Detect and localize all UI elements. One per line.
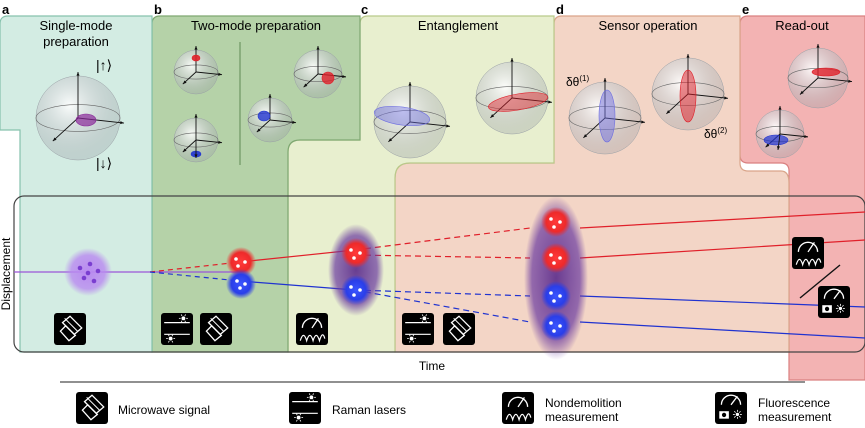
legend-label-microwave: Microwave signal: [118, 403, 210, 417]
legend-label-fluorescence-line1: Fluorescence: [758, 396, 830, 410]
bloch-sphere-d-red: [651, 54, 729, 131]
bloch-sphere-initial: [35, 72, 125, 161]
blue-trajectory-dashed-2: [354, 289, 531, 297]
ket-up: |↑⟩: [96, 57, 112, 73]
panel-e-title: Read-out: [775, 18, 829, 33]
displacement-time-frame: [13, 195, 865, 353]
bloch-sphere-d-blue: [568, 78, 646, 155]
panel-a-background: [0, 15, 153, 353]
legend-label-fluorescence-line2: measurement: [758, 410, 832, 424]
nondemolition-icon: [296, 313, 328, 345]
delta-theta-1: δθ(1): [566, 74, 589, 89]
panel-b-title: Two-mode preparation: [191, 18, 321, 33]
bloch-sphere-c-blue: [373, 82, 451, 159]
x-axis-label: Time: [419, 359, 446, 373]
raman-lasers-icon: [402, 313, 434, 345]
panel-c-letter: c: [361, 2, 368, 17]
readout-divider-slash: [799, 264, 841, 299]
y-axis-label: Displacement: [0, 237, 13, 310]
legend-label-raman: Raman lasers: [332, 403, 406, 417]
bloch-spheres: [35, 44, 853, 163]
delta-theta-2: δθ(2): [704, 126, 727, 141]
panel-b-background: [151, 15, 361, 353]
diagram-icons: [54, 237, 850, 345]
panel-a-letter: a: [2, 2, 10, 17]
bloch-sphere-e-blue: [755, 106, 809, 159]
fluorescence-icon: [818, 286, 850, 318]
legend: Microwave signal Raman lasers Nondemolit…: [76, 392, 832, 424]
entangled-ion-pair: [328, 224, 384, 316]
bloch-sphere-e-red: [787, 44, 853, 109]
bloch-sphere-b4: [247, 94, 297, 143]
split-ion-pair: [226, 247, 256, 299]
legend-label-nondemolition-line2: measurement: [545, 410, 619, 424]
legend-label-nondemolition-line1: Nondemolition: [545, 396, 622, 410]
bloch-sphere-c-red: [475, 58, 553, 135]
sensor-ion-stack: [524, 196, 588, 360]
legend-nondemolition-icon: [502, 392, 534, 424]
bloch-sphere-b1: [173, 46, 223, 95]
red-trajectory-solid-2: [579, 211, 865, 229]
panel-d-letter: d: [556, 2, 564, 17]
microwave-icon: [443, 313, 475, 345]
panel-a-title-line1: Single-mode: [40, 18, 113, 33]
red-trajectory-dashed-1: [149, 261, 241, 273]
initial-ion-cloud: [64, 248, 112, 296]
panel-d-title: Sensor operation: [598, 18, 697, 33]
bloch-sphere-b3: [293, 46, 347, 99]
panel-a-title-line2: preparation: [43, 34, 109, 49]
bloch-sphere-b2: [173, 114, 223, 163]
legend-fluorescence-icon: [715, 392, 747, 424]
blue-trajectory-dashed-1: [149, 271, 241, 282]
blue-trajectory-solid-3: [579, 321, 865, 339]
panel-b-letter: b: [154, 2, 162, 17]
panel-c-title: Entanglement: [418, 18, 499, 33]
panel-e-letter: e: [742, 2, 749, 17]
legend-microwave-icon: [76, 392, 108, 424]
legend-raman-lasers-icon: [289, 392, 321, 424]
microwave-icon: [200, 313, 232, 345]
nondemolition-icon: [792, 237, 824, 269]
red-trajectory-dashed-3: [354, 254, 531, 259]
ket-down: |↓⟩: [96, 155, 112, 171]
raman-lasers-icon: [161, 313, 193, 345]
trajectories: [14, 211, 865, 339]
microwave-icon: [54, 313, 86, 345]
blue-trajectory-solid-2: [579, 295, 865, 308]
